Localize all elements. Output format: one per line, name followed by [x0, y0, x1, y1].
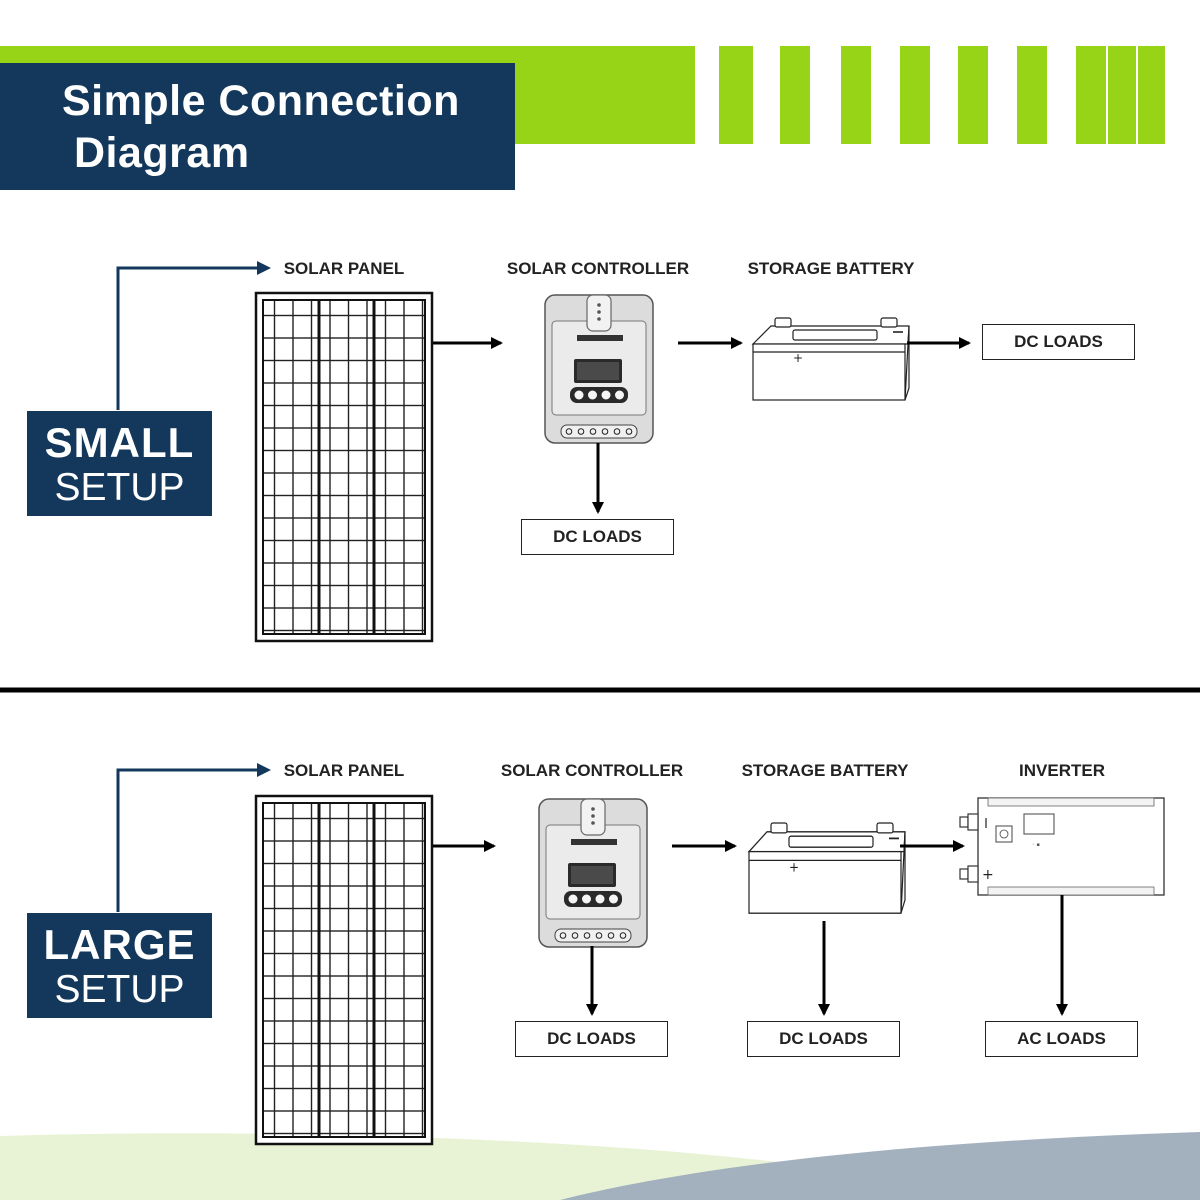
label-storage-battery: STORAGE BATTERY	[747, 259, 915, 278]
green-stripe	[1076, 46, 1106, 144]
inverter-icon: ◦ ▪ +	[959, 797, 1165, 896]
ac-loads-box: AC LOADS	[985, 1021, 1138, 1057]
label-solar-controller: SOLAR CONTROLLER	[506, 259, 690, 278]
charge-controller-icon	[538, 798, 648, 948]
green-stripe	[1138, 46, 1165, 144]
dc-loads-box: DC LOADS	[747, 1021, 900, 1057]
svg-text:◦ ▪: ◦ ▪	[1032, 842, 1040, 848]
label-solar-panel: SOLAR PANEL	[283, 761, 405, 780]
page-title: Simple Connection	[62, 77, 460, 125]
svg-text:+: +	[982, 867, 994, 883]
page-title-line2: Diagram	[74, 129, 250, 177]
large-badge-connector	[116, 763, 271, 912]
solar-panel-icon	[254, 291, 434, 643]
solar-panel-icon	[254, 794, 434, 1146]
dc-loads-box: DC LOADS	[982, 324, 1135, 360]
charge-controller-icon	[544, 294, 654, 444]
large-setup-badge: LARGE SETUP	[27, 913, 212, 1018]
label-solar-panel: SOLAR PANEL	[283, 259, 405, 278]
badge-subtitle: SETUP	[54, 466, 185, 509]
label-storage-battery: STORAGE BATTERY	[741, 761, 909, 780]
label-solar-controller: SOLAR CONTROLLER	[500, 761, 684, 780]
badge-subtitle: SETUP	[54, 968, 185, 1011]
label-inverter: INVERTER	[1019, 761, 1105, 780]
green-stripe	[900, 46, 930, 144]
battery-icon	[752, 317, 910, 401]
battery-icon	[748, 822, 906, 915]
dc-loads-box: DC LOADS	[515, 1021, 668, 1057]
green-stripe	[958, 46, 988, 144]
dc-loads-box: DC LOADS	[521, 519, 674, 555]
small-setup-badge: SMALL SETUP	[27, 411, 212, 516]
badge-title: SMALL	[44, 419, 195, 466]
small-badge-connector	[116, 261, 271, 410]
badge-title: LARGE	[43, 921, 196, 968]
green-stripe	[1108, 46, 1136, 144]
green-stripe	[841, 46, 871, 144]
green-stripe	[780, 46, 810, 144]
bottom-wave-gray	[560, 1132, 1200, 1200]
green-stripe	[1017, 46, 1047, 144]
green-stripe	[719, 46, 753, 144]
title-banner: Simple Connection Diagram	[0, 63, 515, 190]
